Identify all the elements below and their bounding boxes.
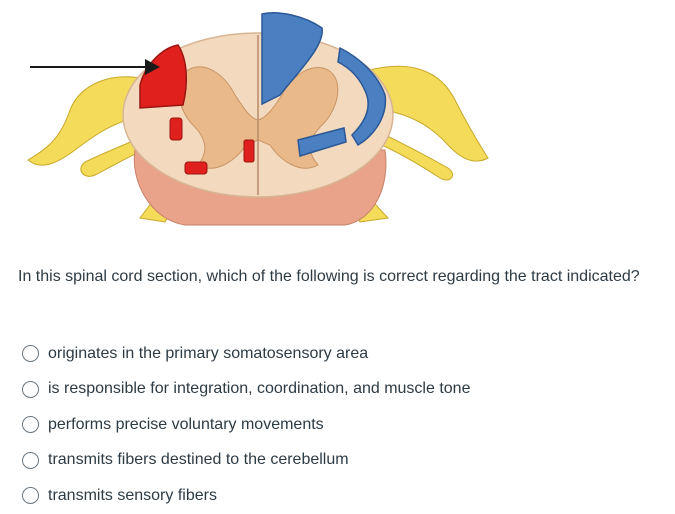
answer-option[interactable]: transmits fibers destined to the cerebel… [22,443,470,479]
radio-button[interactable] [22,451,39,469]
question-text: In this spinal cord section, which of th… [18,268,640,285]
answer-option[interactable]: is responsible for integration, coordina… [22,372,470,408]
answer-options: originates in the primary somatosensory … [22,336,470,514]
indicated-tract [139,44,188,109]
radio-button[interactable] [22,416,39,434]
answer-option[interactable]: transmits sensory fibers [22,478,470,514]
answer-option-label: transmits sensory fibers [48,486,217,504]
pointer-arrow [30,59,160,75]
answer-option-label: is responsible for integration, coordina… [48,380,471,398]
radio-button[interactable] [22,487,39,505]
answer-option[interactable]: originates in the primary somatosensory … [22,336,470,372]
answer-option-label: transmits fibers destined to the cerebel… [48,451,349,469]
radio-button[interactable] [22,345,39,363]
spinal-cord-diagram [27,12,489,226]
radio-button[interactable] [22,380,39,398]
blue-tracts [261,12,387,157]
answer-option-label: originates in the primary somatosensory … [48,344,369,362]
answer-option[interactable]: performs precise voluntary movements [22,407,470,443]
answer-option-label: performs precise voluntary movements [48,415,324,433]
red-tracts [139,44,255,175]
